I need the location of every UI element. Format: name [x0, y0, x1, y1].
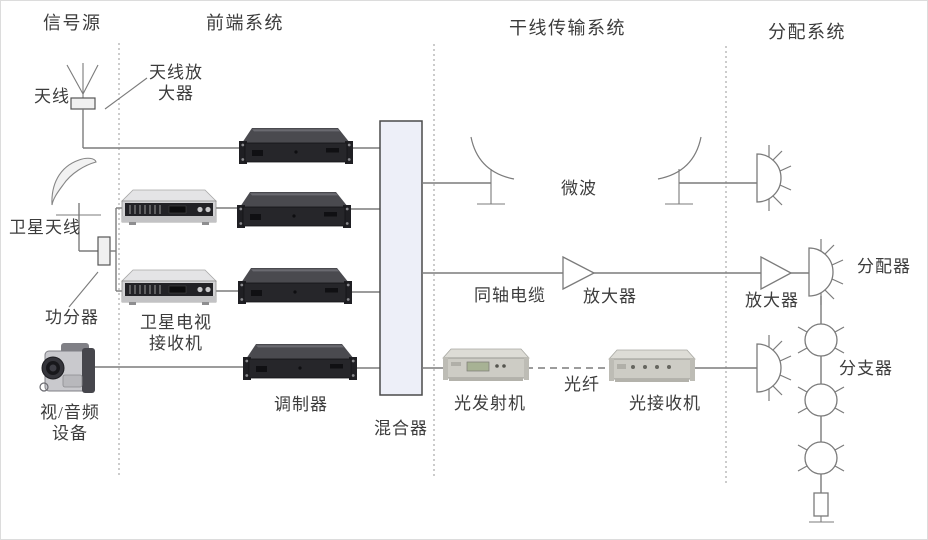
splitter-leader-line: [68, 271, 99, 308]
coaxial-cable-label: 同轴电缆: [474, 286, 546, 305]
distributor-icon-3: [756, 334, 792, 402]
distributor-icon-2: [808, 238, 844, 306]
microwave-label: 微波: [561, 179, 597, 198]
microwave-dish-icon-2: [657, 136, 702, 205]
modulator-device-2: [236, 191, 352, 229]
av-equipment-label: 视/音频 设备: [40, 403, 100, 443]
tap-icon-3: [797, 441, 845, 475]
distributor-icon-1: [756, 144, 792, 212]
section-header-distribution: 分配系统: [768, 22, 846, 42]
terminator-icon: [809, 492, 834, 523]
amplifier-icon-2: [760, 255, 793, 291]
optical-transmitter-label: 光发射机: [454, 394, 526, 413]
modulator-device-4: [242, 343, 358, 381]
satellite-receiver-device-1: [121, 189, 217, 226]
antenna-label: 天线: [34, 87, 70, 106]
section-header-trunk: 干线传输系统: [509, 18, 626, 38]
amplifier-label-2: 放大器: [745, 291, 799, 310]
mixer-box: [379, 120, 423, 396]
modulator-device-3: [237, 267, 353, 305]
optical-fiber-label: 光纤: [564, 375, 600, 394]
antenna-amplifier-leader-line: [104, 77, 148, 110]
satellite-dish-label: 卫星天线: [9, 218, 81, 237]
microwave-dish-icon-1: [470, 136, 515, 205]
antenna-symbol: [66, 63, 99, 98]
section-header-signal-source: 信号源: [43, 13, 102, 33]
amplifier-icon-1: [562, 255, 596, 291]
modulator-device-1: [238, 127, 354, 165]
modulator-label: 调制器: [274, 395, 328, 414]
amplifier-label-1: 放大器: [583, 287, 637, 306]
tap-label: 分支器: [839, 359, 893, 378]
mixer-label: 混合器: [374, 419, 428, 438]
satellite-receiver-label: 卫星电视 接收机: [140, 313, 212, 353]
tap-icon-1: [797, 323, 845, 357]
power-splitter-symbol: [97, 236, 111, 266]
tap-icon-2: [797, 383, 845, 417]
satellite-dish-symbol: [51, 157, 101, 251]
satellite-receiver-device-2: [121, 269, 217, 306]
antenna-amplifier-label: 天线放 大器: [149, 63, 203, 103]
optical-transmitter-device: [442, 348, 530, 382]
section-header-headend: 前端系统: [206, 13, 284, 33]
optical-receiver-device: [608, 349, 696, 383]
optical-receiver-label: 光接收机: [629, 394, 701, 413]
camera-device: [39, 343, 95, 393]
distributor-label: 分配器: [857, 257, 911, 276]
power-splitter-label: 功分器: [45, 308, 99, 327]
antenna-amplifier-box: [70, 97, 96, 110]
